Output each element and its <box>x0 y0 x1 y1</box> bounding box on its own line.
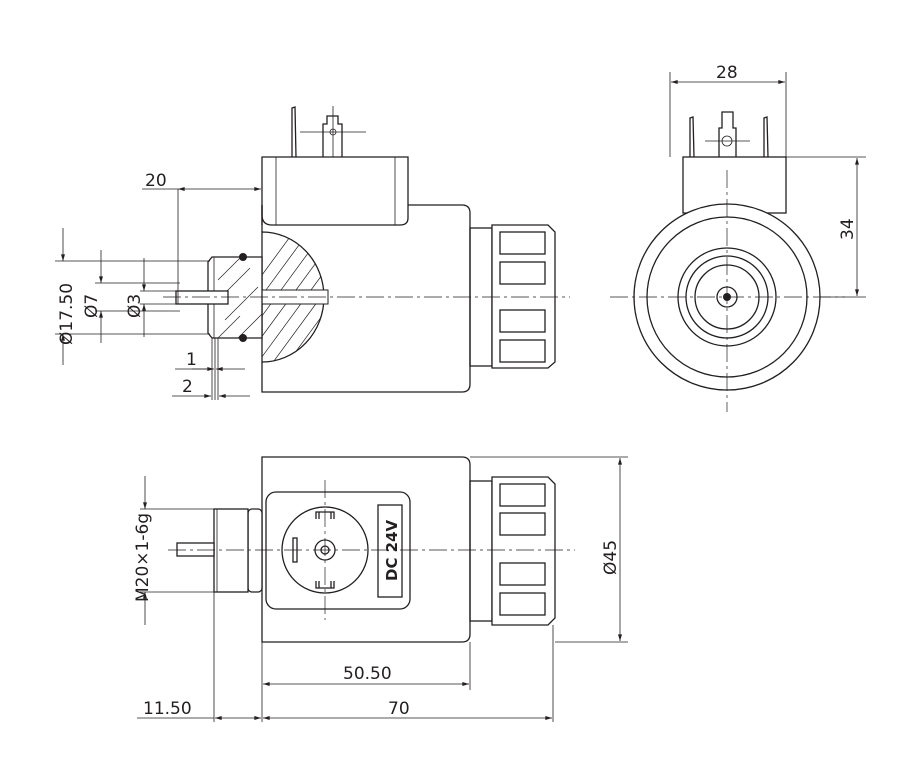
threaded-nut <box>213 508 249 593</box>
dim-70: 70 <box>388 699 410 719</box>
connector-face <box>265 491 411 610</box>
collar <box>247 508 263 593</box>
terminal-pin <box>291 106 297 158</box>
dim-2: 2 <box>182 377 193 397</box>
dim-1: 1 <box>186 350 197 370</box>
dim-dia-17-50: Ø17.50 <box>57 283 77 345</box>
knurled-nut <box>491 476 556 626</box>
top-view: DC 24V M20×1-6g Ø45 50.50 70 11.50 <box>133 456 628 722</box>
plunger-pin <box>176 542 215 557</box>
dim-11-50: 11.50 <box>143 699 192 719</box>
dim-dia-45: Ø45 <box>601 540 621 575</box>
dim-dia-3: Ø3 <box>125 294 145 318</box>
terminal-tab <box>718 111 737 157</box>
dim-20: 20 <box>145 171 167 191</box>
coil-body <box>261 456 471 643</box>
terminal-tab <box>322 115 343 157</box>
dim-28: 28 <box>716 63 738 83</box>
end-view: 28 34 <box>610 63 866 412</box>
connector-plug <box>261 156 409 226</box>
voltage-label: DC 24V <box>383 519 401 581</box>
dim-50-50: 50.50 <box>343 664 392 684</box>
dim-34: 34 <box>838 218 858 240</box>
voltage-label-box <box>377 504 403 598</box>
plunger-pin <box>175 290 229 305</box>
side-view: 20 Ø17.50 Ø7 Ø3 1 2 <box>55 106 570 400</box>
dim-thread: M20×1-6g <box>133 513 153 602</box>
dim-dia-7: Ø7 <box>82 294 102 318</box>
